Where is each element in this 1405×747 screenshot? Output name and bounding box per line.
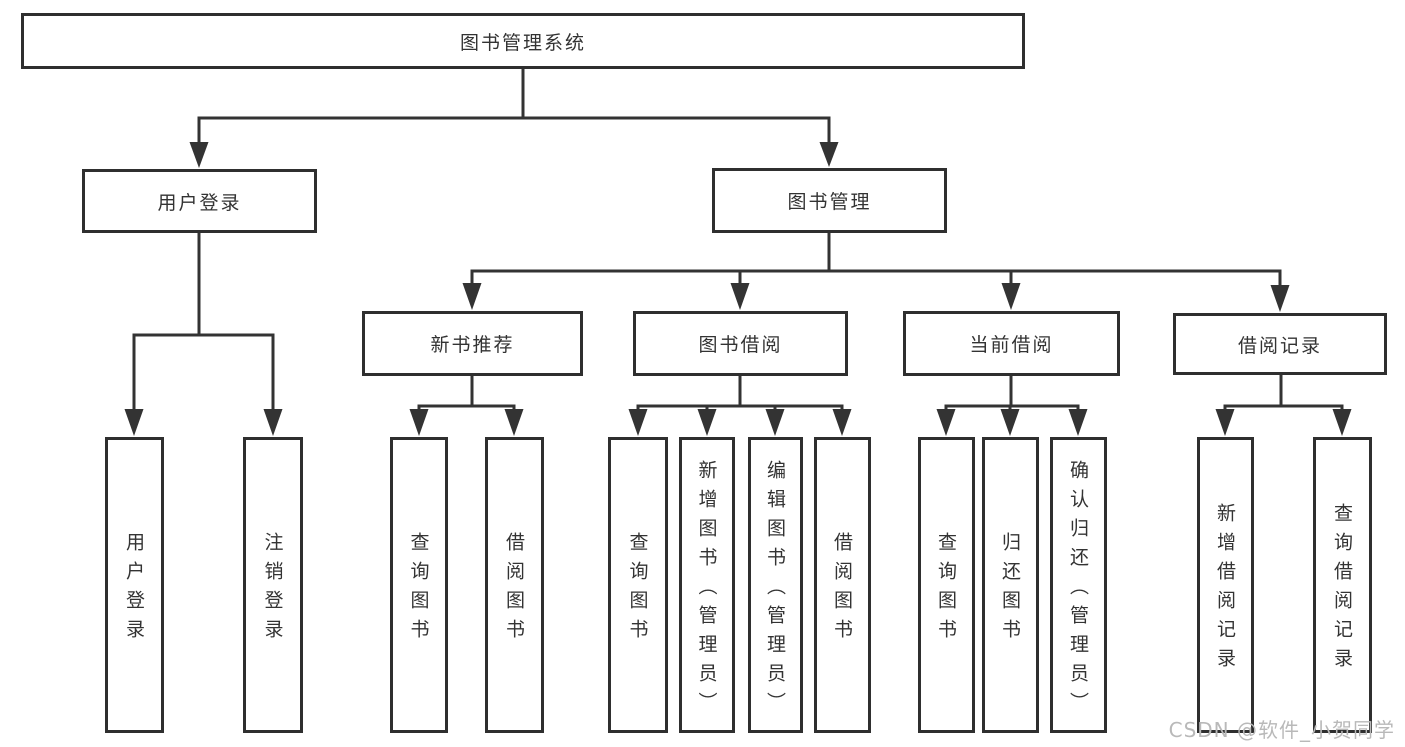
node-book-management: 图书管理 [712, 168, 947, 233]
leaf-borrow-add-books-admin: 新增图书（管理员） [679, 437, 735, 733]
leaf-borrow-borrow-books: 借阅图书 [814, 437, 871, 733]
node-borrow-records: 借阅记录 [1173, 313, 1387, 375]
arrowhead-icons [124, 142, 1352, 436]
leaf-records-add-record: 新增借阅记录 [1197, 437, 1254, 733]
leaf-user-login: 用户登录 [105, 437, 164, 733]
node-label: 查询借阅记录 [1331, 503, 1353, 677]
leaf-borrow-query-books: 查询图书 [608, 437, 668, 733]
node-user-login: 用户登录 [82, 169, 317, 233]
node-label: 编辑图书（管理员） [764, 459, 786, 721]
leaf-recommend-borrow-books: 借阅图书 [485, 437, 544, 733]
node-label: 新增借阅记录 [1214, 503, 1236, 677]
node-label: 新增图书（管理员） [695, 459, 718, 721]
leaf-recommend-query-books: 查询图书 [390, 437, 448, 733]
node-library-management-system: 图书管理系统 [21, 13, 1025, 69]
node-label: 查询图书 [935, 532, 957, 648]
leaf-records-query-record: 查询借阅记录 [1313, 437, 1372, 733]
node-new-book-recommend: 新书推荐 [362, 311, 583, 376]
node-label: 注销登录 [261, 532, 284, 648]
leaf-logout-login: 注销登录 [243, 437, 303, 733]
leaf-current-confirm-return-admin: 确认归还（管理员） [1050, 437, 1107, 733]
node-label: 确认归还（管理员） [1067, 459, 1089, 721]
leaf-current-return-books: 归还图书 [982, 437, 1039, 733]
node-book-borrow: 图书借阅 [633, 311, 848, 376]
node-label: 归还图书 [999, 532, 1021, 648]
leaf-borrow-edit-books-admin: 编辑图书（管理员） [748, 437, 803, 733]
leaf-current-query-books: 查询图书 [918, 437, 975, 733]
node-label: 查询图书 [407, 532, 430, 648]
node-label: 用户登录 [123, 532, 145, 648]
node-label: 查询图书 [626, 532, 649, 648]
node-label: 借阅图书 [503, 532, 525, 648]
node-label: 借阅图书 [831, 532, 853, 648]
node-current-borrow: 当前借阅 [903, 311, 1120, 376]
